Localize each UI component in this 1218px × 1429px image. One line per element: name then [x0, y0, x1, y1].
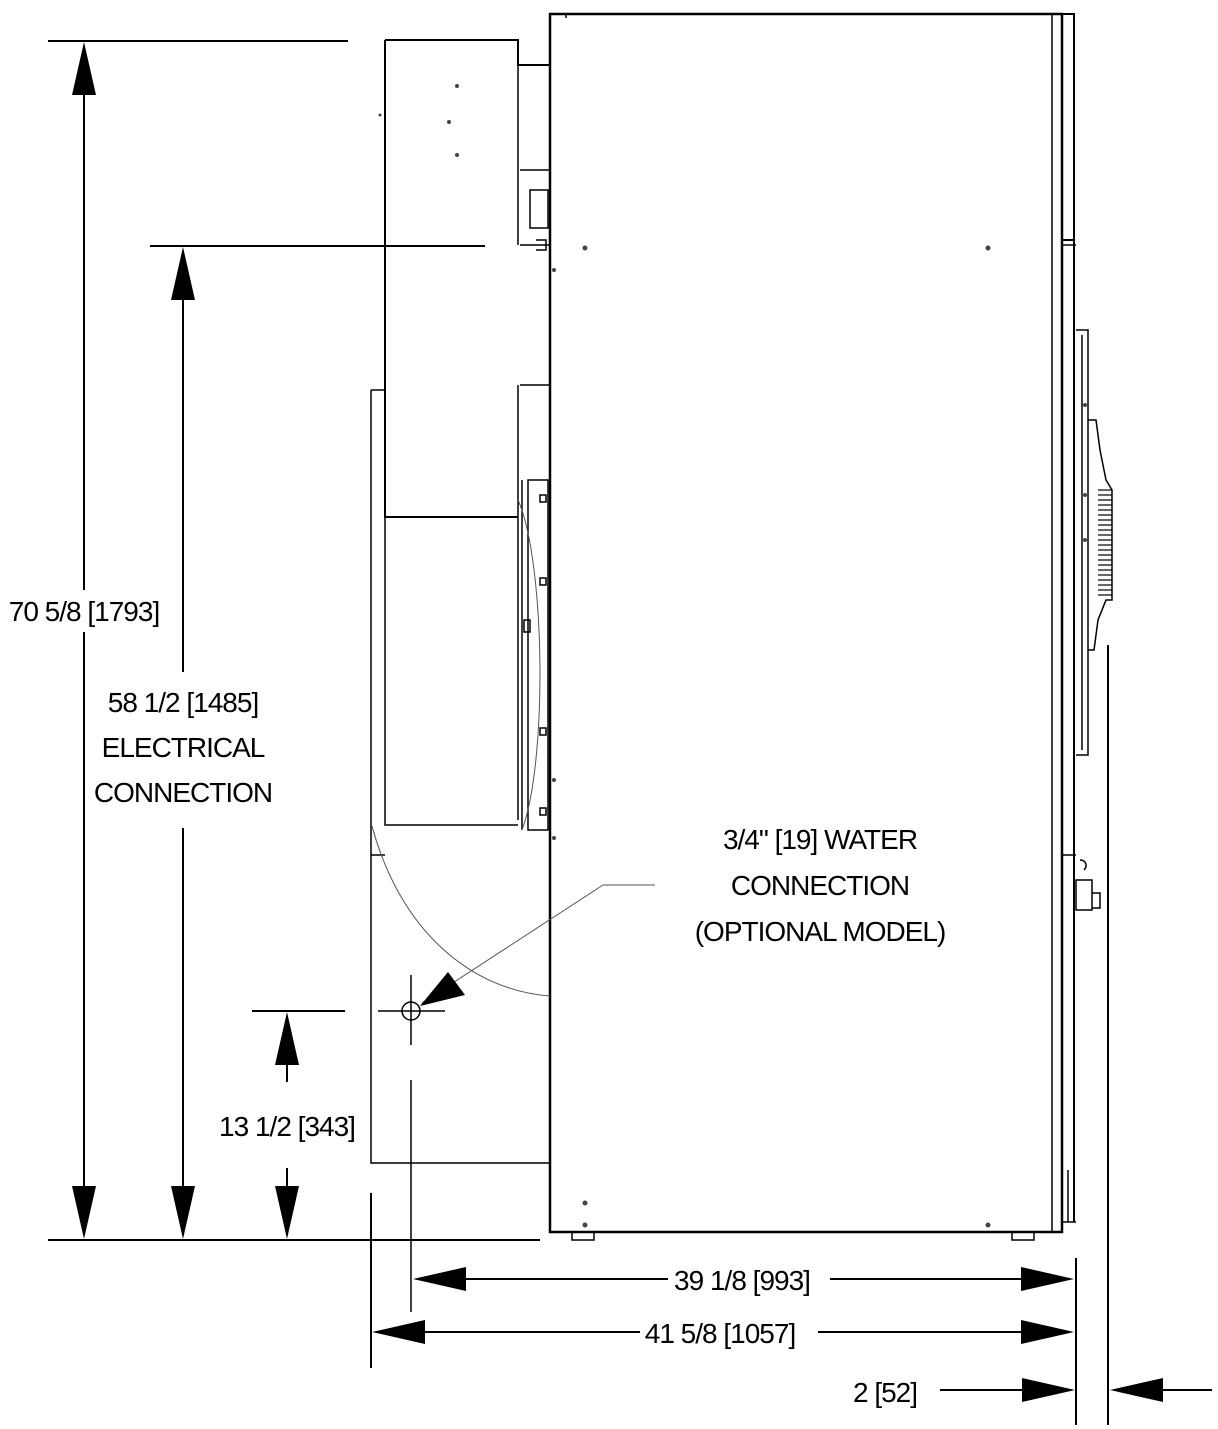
water-connection-label-line1: 3/4" [19] WATER — [723, 824, 917, 855]
door-handle-grip — [1098, 489, 1112, 596]
drum-arc — [371, 825, 551, 997]
water-to-front-dimension — [413, 1267, 1074, 1291]
depth-dimension-extensions — [370, 645, 1109, 1425]
water-height-label: 13 1/2 [343] — [219, 1111, 355, 1142]
rear-foot — [571, 1231, 595, 1241]
water-connection-mark — [378, 884, 655, 1312]
front-panel — [1062, 13, 1075, 241]
water-connection-label-line2: CONNECTION — [731, 870, 909, 901]
door-assembly — [1076, 329, 1089, 756]
main-cabinet — [548, 12, 1064, 1234]
overall-depth-dimension — [372, 1320, 1074, 1344]
machine-outline — [370, 12, 1113, 1241]
front-foot — [1011, 1231, 1035, 1241]
overall-depth-label: 41 5/8 [1057] — [645, 1318, 795, 1349]
electrical-height-label: 58 1/2 [1485] — [108, 687, 258, 718]
water-height-dimension — [252, 1010, 345, 1239]
water-to-front-label: 39 1/8 [993] — [674, 1265, 810, 1296]
electrical-height-dimension — [150, 245, 485, 1239]
lower-duct — [384, 517, 518, 826]
electrical-label-line2: ELECTRICAL — [102, 732, 265, 763]
overall-height-label: 70 5/8 [1793] — [9, 596, 159, 627]
water-leader-arrow — [420, 972, 465, 1006]
door-projection-dimension — [940, 1378, 1212, 1402]
electrical-label-line3: CONNECTION — [94, 777, 272, 808]
door-projection-label: 2 [52] — [853, 1377, 917, 1408]
water-connection-label-line3: (OPTIONAL MODEL) — [695, 916, 946, 947]
top-vent-box — [384, 39, 550, 518]
overall-height-dimension — [48, 40, 540, 1241]
